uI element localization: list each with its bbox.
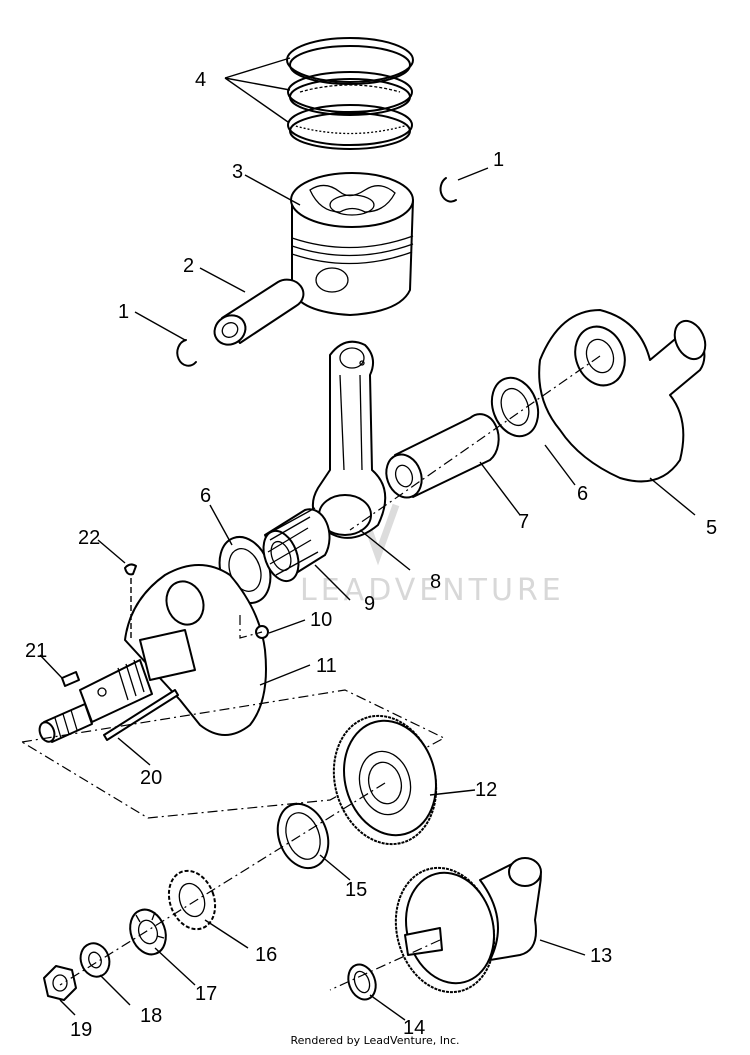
callout-14: 14 — [403, 1017, 425, 1039]
callout-labels: 4 1 3 2 1 5 6 7 8 9 6 10 11 22 21 20 12 … — [25, 69, 717, 1041]
camshaft[interactable] — [382, 857, 542, 1004]
callout-1-left: 1 — [118, 301, 129, 323]
callout-15: 15 — [345, 879, 367, 901]
callout-13: 13 — [590, 945, 612, 967]
watermark-text: LEADVENTURE — [300, 573, 565, 608]
callout-4: 4 — [195, 69, 206, 91]
callout-6-right: 6 — [577, 483, 588, 505]
flat-washer[interactable] — [76, 939, 114, 981]
crankshaft-gear[interactable] — [320, 704, 450, 855]
wrist-pin[interactable] — [209, 278, 305, 351]
needle-bearing[interactable] — [257, 507, 331, 586]
ball-alignment-line — [239, 615, 263, 639]
crank-pin[interactable] — [381, 413, 500, 502]
callout-2: 2 — [183, 255, 194, 277]
camshaft-washer[interactable] — [344, 961, 381, 1004]
callout-17: 17 — [195, 983, 217, 1005]
callout-10: 10 — [310, 609, 332, 631]
callout-16: 16 — [255, 944, 277, 966]
leader-lines — [39, 57, 696, 1021]
callout-19: 19 — [70, 1019, 92, 1041]
callout-8: 8 — [430, 571, 441, 593]
connecting-rod[interactable] — [311, 340, 387, 539]
callout-18: 18 — [140, 1005, 162, 1027]
centerlines — [59, 355, 601, 991]
hex-nut[interactable] — [43, 965, 77, 1001]
circlip-right[interactable] — [439, 177, 457, 203]
callout-5: 5 — [706, 517, 717, 539]
thrust-washer-right[interactable] — [484, 371, 546, 442]
crankshaft-right-half[interactable] — [538, 309, 711, 483]
callout-9: 9 — [364, 593, 375, 615]
timing-sprocket[interactable] — [161, 864, 223, 935]
callout-21: 21 — [25, 640, 47, 662]
callout-11: 11 — [316, 655, 337, 677]
woodruff-key[interactable] — [124, 563, 137, 576]
callout-1-right: 1 — [493, 149, 504, 171]
piston[interactable] — [290, 172, 414, 316]
callout-22: 22 — [78, 527, 100, 549]
circlip-left[interactable] — [176, 339, 197, 367]
callout-7: 7 — [518, 511, 529, 533]
crankshaft-left-half[interactable] — [37, 564, 267, 744]
callout-3: 3 — [232, 161, 243, 183]
castle-nut[interactable] — [124, 905, 172, 960]
gear-spacer-washer[interactable] — [269, 797, 337, 875]
piston-rings[interactable] — [286, 37, 414, 150]
watermark-logo: LEADVENTURE — [300, 503, 565, 608]
crank-pin-dowel[interactable] — [103, 689, 179, 741]
footer-credit: Rendered by LeadVenture, Inc. — [290, 1034, 460, 1047]
callout-12: 12 — [475, 779, 497, 801]
callout-6-left: 6 — [200, 485, 211, 507]
shaft-key[interactable] — [61, 671, 80, 687]
callout-20: 20 — [140, 767, 162, 789]
